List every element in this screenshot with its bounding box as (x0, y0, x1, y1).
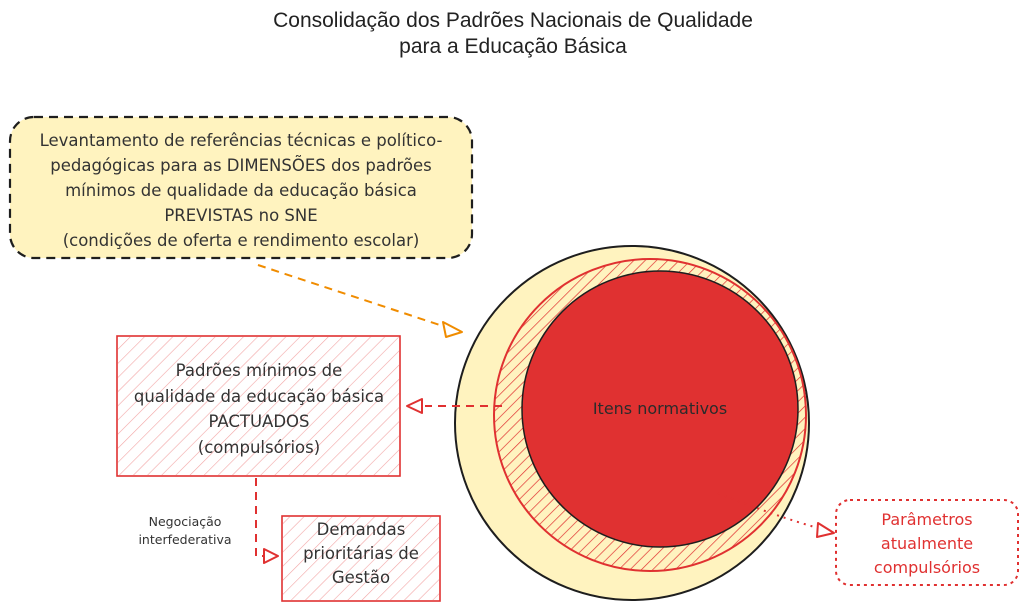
levantamento-label: Levantamento de referências técnicas e p… (14, 128, 468, 253)
levantamento-line: PREVISTAS no SNE (164, 206, 318, 225)
inner-circle (521, 270, 799, 548)
arrow-padroes-to-demandas (255, 478, 266, 557)
arrowhead-orange (442, 321, 463, 338)
parametros-line: compulsórios (873, 558, 981, 577)
title-line-2: para a Educação Básica (399, 35, 627, 58)
padroes-label: Padrões mínimos de qualidade da educação… (117, 358, 401, 460)
arrowhead-padroes (406, 398, 423, 414)
padroes-line: qualidade da educação básica (133, 386, 385, 406)
circle-center-label: Itens normativos (592, 399, 728, 418)
levantamento-line: Levantamento de referências técnicas e p… (39, 131, 443, 150)
parametros-line: Parâmetros (881, 510, 973, 529)
title-line-1: Consolidação dos Padrões Nacionais de Qu… (273, 9, 753, 32)
demandas-box-hatch (283, 517, 439, 600)
demandas-line: Gestão (331, 568, 391, 587)
padroes-line: Padrões mínimos de (175, 361, 343, 380)
demandas-label: Demandas prioritárias de Gestão (282, 518, 440, 590)
arrow-levantamento-to-circle (257, 264, 456, 331)
negociacao-edge-label: Negociação interfederativa (118, 513, 252, 549)
levantamento-line: (condições de oferta e rendimento escola… (62, 231, 420, 250)
arrowhead-parametros (816, 522, 835, 538)
levantamento-line: pedagógicas para as DIMENSÕES dos padrõe… (50, 156, 432, 175)
arrowhead-demandas (263, 548, 279, 564)
demandas-line: prioritárias de (303, 544, 419, 563)
diagram-title: Consolidação dos Padrões Nacionais de Qu… (213, 8, 813, 60)
levantamento-box (8, 115, 474, 260)
parametros-label: Parâmetros atualmente compulsórios (836, 508, 1018, 580)
negociacao-line: interfederativa (138, 532, 232, 547)
parametros-box (835, 499, 1019, 586)
padroes-box-hatch (118, 337, 399, 475)
demandas-line: Demandas (316, 520, 406, 539)
parametros-line: atualmente (880, 534, 974, 553)
padroes-line: PACTUADOS (208, 412, 310, 431)
negociacao-line: Negociação (148, 514, 222, 529)
padroes-line: (compulsórios) (197, 437, 321, 457)
levantamento-line: mínimos de qualidade da educação básica (65, 181, 417, 200)
